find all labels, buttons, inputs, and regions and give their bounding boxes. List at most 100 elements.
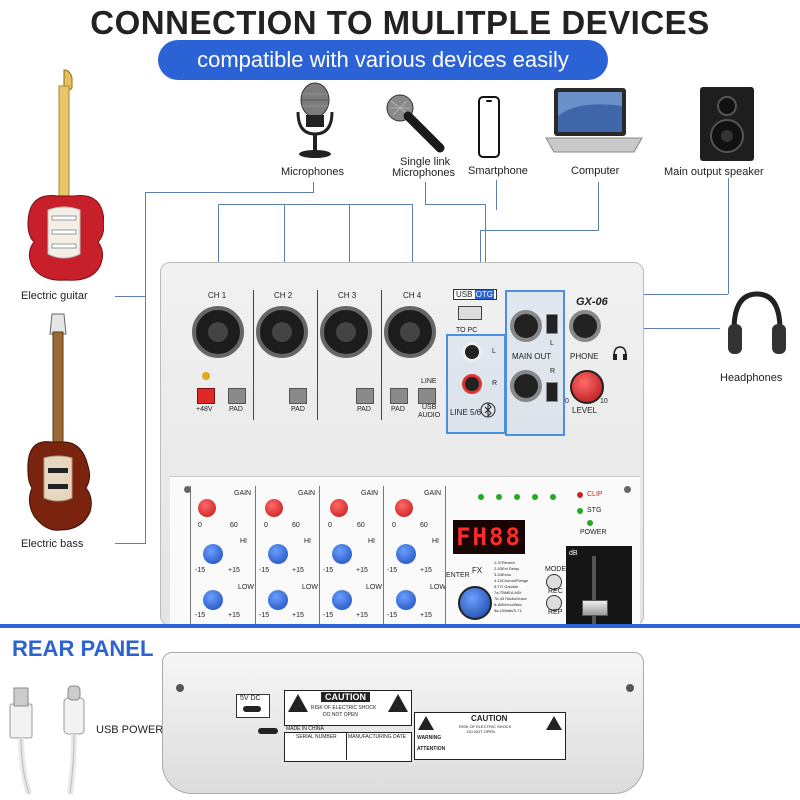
rca-r-label: R bbox=[492, 380, 498, 387]
eq-min-label: -15 bbox=[195, 612, 206, 619]
eq-min-label: -15 bbox=[195, 567, 206, 574]
eq-max-label: +15 bbox=[292, 567, 304, 574]
rec-button[interactable] bbox=[546, 595, 562, 611]
mode-button[interactable] bbox=[546, 574, 562, 590]
main-out-left-jack[interactable] bbox=[510, 310, 542, 342]
ch2-combo-input[interactable] bbox=[256, 306, 308, 358]
db-label: dB bbox=[569, 550, 578, 557]
manufacturing-date-label: MANUFACTURING DATE bbox=[348, 734, 406, 740]
pad-button-ch2[interactable] bbox=[289, 388, 307, 404]
low-label: LOW bbox=[430, 584, 446, 591]
hi-eq-knob-ch4[interactable] bbox=[396, 544, 416, 564]
low-eq-knob-ch3[interactable] bbox=[332, 590, 352, 610]
connector-line bbox=[480, 230, 481, 290]
model-label: GX-06 bbox=[576, 296, 608, 308]
master-fader-handle[interactable] bbox=[582, 600, 608, 616]
mode-label: MODE bbox=[545, 566, 566, 573]
rep-label: REP bbox=[548, 609, 563, 616]
line56-label: LINE 5/6 bbox=[450, 408, 482, 417]
speaker-jack-icon bbox=[546, 382, 558, 402]
fx-preset-item: 3-43Echo bbox=[494, 572, 512, 577]
connector-line bbox=[728, 178, 729, 294]
eq-max-label: +15 bbox=[356, 567, 368, 574]
smartphone-icon bbox=[478, 96, 500, 158]
channel-divider bbox=[381, 290, 382, 420]
gain-knob-ch4[interactable] bbox=[395, 499, 413, 517]
attention-label: ATTENTION bbox=[417, 746, 446, 752]
channel-label: CH 1 bbox=[208, 291, 227, 300]
clip-led-icon bbox=[577, 492, 583, 498]
eq-max-label: +15 bbox=[228, 567, 240, 574]
fx-preset-item: 2-43Ext Delay bbox=[494, 566, 520, 571]
connector-line bbox=[349, 204, 350, 296]
phantom-led-icon bbox=[202, 372, 210, 380]
eq-max-label: +15 bbox=[292, 612, 304, 619]
caution-risk-line: RISK OF ELECTRIC SHOCK bbox=[311, 705, 377, 711]
channel-strip-divider bbox=[383, 486, 384, 624]
line-usb-switch[interactable] bbox=[418, 388, 436, 404]
fx-preset-item: 4-10Chorus/Flange bbox=[494, 578, 529, 583]
screw-icon bbox=[624, 486, 631, 493]
rca-left-input[interactable] bbox=[462, 342, 482, 362]
phone-output-jack[interactable] bbox=[569, 310, 601, 342]
eq-max-label: +15 bbox=[420, 567, 432, 574]
hi-eq-knob-ch1[interactable] bbox=[203, 544, 223, 564]
usb-c-port-lower[interactable] bbox=[258, 728, 278, 734]
eq-max-label: +15 bbox=[420, 612, 432, 619]
usb-label: USB bbox=[456, 290, 473, 299]
handheld-microphone-icon bbox=[386, 94, 445, 153]
enter-label: ENTER bbox=[446, 572, 470, 579]
connector-line bbox=[145, 192, 313, 193]
usb-c-power-port[interactable] bbox=[243, 706, 261, 712]
warning-triangle-icon bbox=[388, 694, 408, 712]
to-pc-label: TO PC bbox=[456, 327, 478, 334]
ch3-combo-input[interactable] bbox=[320, 306, 372, 358]
ch4-combo-input[interactable] bbox=[384, 306, 436, 358]
gain-knob-ch3[interactable] bbox=[330, 499, 348, 517]
gain-label: GAIN bbox=[234, 490, 252, 497]
level-knob[interactable] bbox=[570, 370, 604, 404]
low-eq-knob-ch2[interactable] bbox=[268, 590, 288, 610]
low-eq-knob-ch4[interactable] bbox=[396, 590, 416, 610]
pad-button-ch3[interactable] bbox=[356, 388, 374, 404]
low-label: LOW bbox=[302, 584, 318, 591]
headphones-label: Headphones bbox=[720, 372, 783, 384]
gain-label: GAIN bbox=[424, 490, 442, 497]
pad-button-ch1[interactable] bbox=[228, 388, 246, 404]
warning-label: WARNING bbox=[417, 735, 442, 741]
main-out-label: MAIN OUT bbox=[512, 352, 552, 361]
page-title: CONNECTION TO MULITPLE DEVICES bbox=[90, 4, 710, 41]
pad-label: PAD bbox=[291, 406, 305, 413]
ch1-combo-input[interactable] bbox=[192, 306, 244, 358]
warning-triangle-icon bbox=[288, 694, 308, 712]
hi-eq-knob-ch3[interactable] bbox=[332, 544, 352, 564]
fx-preset-item: 5-TG Gamble bbox=[494, 584, 519, 589]
speaker-icon bbox=[700, 87, 754, 161]
connector-line bbox=[496, 180, 497, 210]
eq-max-label: +15 bbox=[228, 612, 240, 619]
channel-strip-border bbox=[190, 486, 446, 624]
hi-eq-knob-ch2[interactable] bbox=[268, 544, 288, 564]
connector-line bbox=[412, 204, 413, 296]
main-out-right-jack[interactable] bbox=[510, 370, 542, 402]
usb-port[interactable] bbox=[458, 306, 482, 320]
hi-label: HI bbox=[240, 538, 247, 545]
single-link-label: Single link bbox=[400, 156, 451, 168]
phantom-label: +48V bbox=[196, 406, 213, 413]
phantom-power-button[interactable] bbox=[197, 388, 215, 404]
rca-right-input[interactable] bbox=[462, 374, 482, 394]
bass-label: Electric bass bbox=[21, 538, 84, 550]
gain-knob-ch2[interactable] bbox=[265, 499, 283, 517]
pad-button-ch4[interactable] bbox=[390, 388, 408, 404]
rec-label: REC bbox=[548, 588, 563, 595]
rear-panel-title: REAR PANEL bbox=[12, 636, 154, 661]
section-divider bbox=[0, 624, 800, 628]
level-label: LEVEL bbox=[572, 406, 597, 415]
low-eq-knob-ch1[interactable] bbox=[203, 590, 223, 610]
connector-line bbox=[115, 296, 145, 297]
level-max-label: 10 bbox=[600, 398, 608, 405]
fx-encoder-knob[interactable] bbox=[458, 586, 492, 620]
stg-led-icon bbox=[577, 508, 583, 514]
gain-knob-ch1[interactable] bbox=[198, 499, 216, 517]
status-led-row bbox=[478, 494, 556, 500]
